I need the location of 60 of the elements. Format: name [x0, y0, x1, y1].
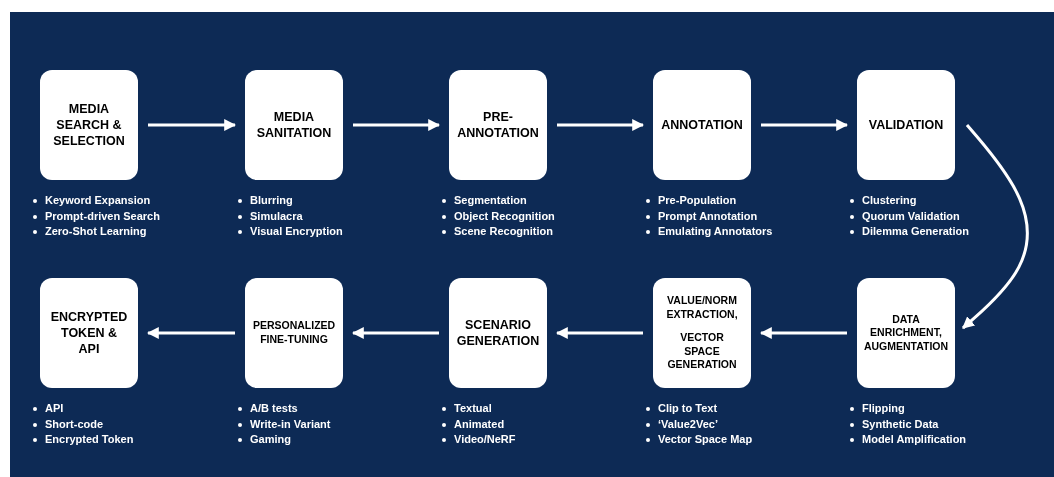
- bullet-item: Clustering: [862, 194, 917, 206]
- arrow: [962, 124, 1029, 330]
- step-title: SCENARIO GENERATION: [456, 316, 540, 350]
- bullet-item: Write-in Variant: [250, 417, 331, 430]
- step-title: MEDIA SEARCH & SELECTION: [52, 100, 126, 150]
- bullet-item: A/B tests: [250, 402, 298, 414]
- process-box: [245, 70, 343, 180]
- bullet-item: Flipping: [862, 402, 905, 414]
- bullet-item: API: [45, 402, 64, 414]
- bullet-item: Emulating Annotators: [658, 225, 773, 237]
- process-box: [449, 70, 547, 180]
- step-title: ENCRYPTED TOKEN & API: [50, 308, 128, 358]
- step-title: ANNOTATION: [661, 116, 743, 134]
- arrow: [761, 119, 849, 131]
- arrow: [351, 327, 439, 339]
- bullet-item: Keyword Expansion: [45, 194, 151, 206]
- step-title: VALIDATION: [868, 116, 944, 134]
- bullet-item: Gaming: [250, 433, 291, 445]
- bullet-item: Blurring: [250, 194, 293, 206]
- step-title: PRE-ANNOTATION: [457, 108, 539, 142]
- bullet-item: Model Amplification: [862, 433, 967, 445]
- step-title: VECTOR SPACE GENERATION: [666, 331, 738, 373]
- bullet-item: Zero-Shot Learning: [45, 225, 147, 237]
- process-box: [857, 70, 955, 180]
- bullet-item: Prompt Annotation: [658, 209, 758, 222]
- bullet-item: Visual Encryption: [250, 225, 343, 237]
- step-title: MEDIA SANITATION: [255, 108, 333, 142]
- bullet-item: Video/NeRF: [454, 433, 516, 445]
- process-box: [857, 278, 955, 388]
- bullet-item: ‘Value2Vec’: [658, 417, 718, 430]
- process-box: [40, 278, 138, 388]
- arrow: [148, 119, 237, 131]
- arrow: [353, 119, 441, 131]
- bullet-item: Object Recognition: [454, 209, 555, 222]
- process-box: [245, 278, 343, 388]
- bullet-item: Quorum Validation: [862, 209, 960, 222]
- bullet-item: Segmentation: [454, 194, 527, 206]
- step-title: VALUE/NORM EXTRACTION,: [665, 293, 739, 322]
- process-box: [449, 278, 547, 388]
- bullet-item: Encrypted Token: [45, 433, 134, 445]
- bullet-item: Vector Space Map: [658, 433, 753, 445]
- process-box: [653, 70, 751, 180]
- bullet-item: Animated: [454, 417, 505, 430]
- arrow: [557, 119, 645, 131]
- step-title: PERSONALIZED FINE-TUNING: [252, 319, 336, 347]
- process-box: [653, 278, 751, 388]
- arrow: [555, 327, 643, 339]
- bullet-item: Textual: [454, 402, 492, 414]
- bullet-item: Pre-Population: [658, 194, 737, 206]
- bullet-item: Scene Recognition: [454, 225, 554, 237]
- bullet-item: Clip to Text: [658, 402, 718, 414]
- step-title: DATA ENRICHMENT, AUGMENTATION: [863, 312, 949, 354]
- bullet-item: Synthetic Data: [862, 417, 939, 430]
- bullet-item: Dilemma Generation: [862, 225, 969, 237]
- bullet-item: Simulacra: [250, 209, 303, 222]
- process-box: [40, 70, 138, 180]
- bullet-item: Short-code: [45, 417, 104, 430]
- bullet-item: Prompt-driven Search: [45, 209, 160, 222]
- arrow: [759, 327, 847, 339]
- arrow: [146, 327, 235, 339]
